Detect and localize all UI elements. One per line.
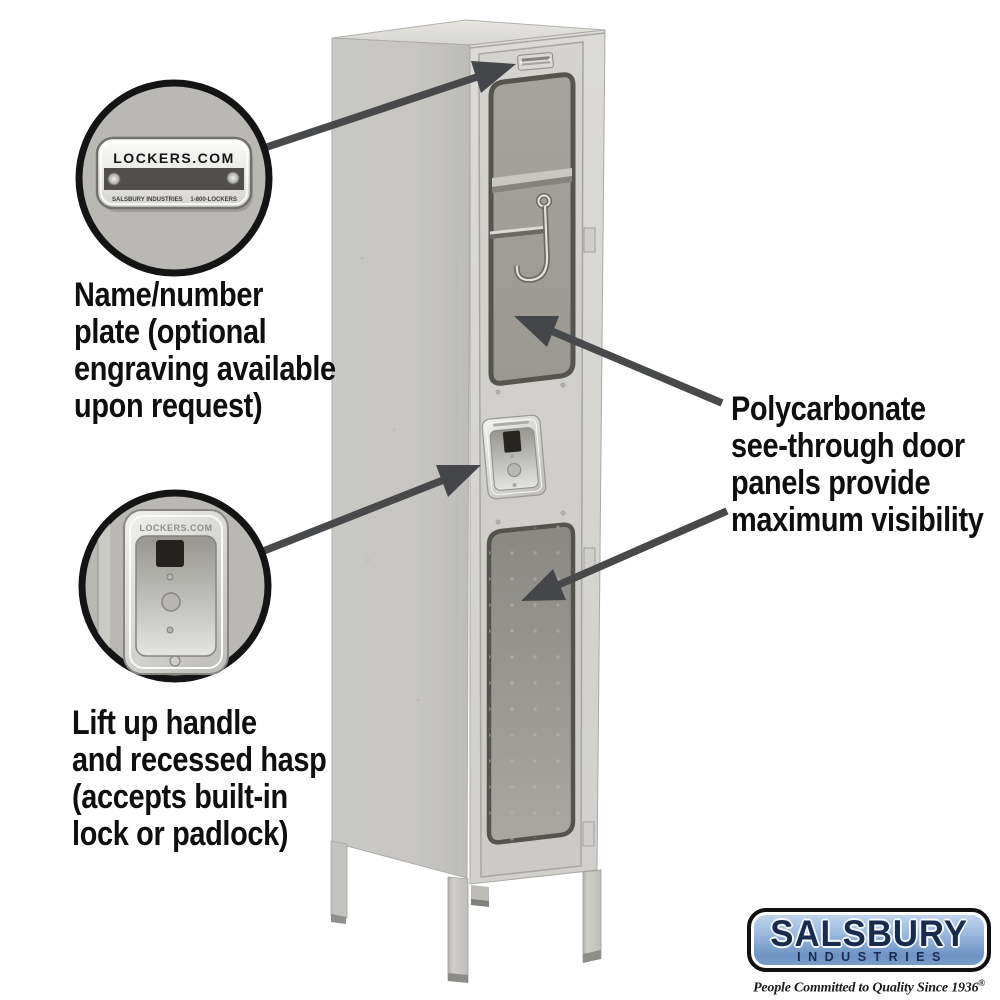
caption-line: Lift up handle (72, 704, 257, 742)
interior-shelf-shadow (492, 176, 572, 193)
interior-shelf (492, 168, 572, 187)
coat-hook-icon (489, 193, 552, 283)
perforation-dots (489, 524, 573, 843)
nameplate-footer-right-text: 1-800-LOCKERS (190, 197, 237, 203)
caption-line: lock or padlock) (72, 815, 289, 853)
handle-detail: LOCKERS.COM (123, 509, 229, 675)
handle-detail-latch (156, 540, 184, 567)
arrow-to-nameplate (262, 61, 516, 152)
logo-tagline: People Committed to Quality Since 1936® (747, 978, 991, 997)
nameplate-footer-left-text: SALSBURY INDUSTRIES (112, 197, 183, 203)
salsbury-logo-box: SALSBURY INDUSTRIES (747, 908, 991, 972)
caption-line: (accepts built-in (72, 778, 288, 816)
callout-nameplate-circle: LOCKERS.COM SALSBURY INDUSTRIES 1-800-LO… (75, 79, 273, 277)
lower-door-window (486, 522, 576, 845)
arrow-to-handle (259, 465, 481, 556)
locker-side-panel (331, 37, 471, 879)
caption-line: upon request) (74, 387, 263, 425)
caption-line: see-through door (731, 427, 965, 465)
nameplate-engraving-band (104, 168, 244, 190)
nameplate-caption: Name/number plate (optional engraving av… (74, 277, 336, 425)
door-handle (481, 414, 547, 500)
handle-caption: Lift up handle and recessed hasp (accept… (72, 704, 327, 853)
side-panel-seam (455, 47, 459, 875)
caption-line: engraving available (74, 350, 336, 388)
handle-dimple (507, 462, 522, 478)
annotation-arrows (259, 61, 729, 601)
handle-detail-dimple (161, 592, 181, 612)
arrow-to-lower-window (521, 507, 729, 601)
caption-line: Name/number (74, 276, 263, 314)
side-panel-specks (360, 256, 420, 702)
caption-line: panels provide (731, 464, 931, 502)
logo-tagline-text: People Committed to Quality Since 1936 (753, 980, 979, 996)
door-name-plate (517, 52, 554, 71)
handle-embossed-text: LOCKERS.COM (140, 523, 213, 533)
salsbury-logo: SALSBURY INDUSTRIES People Committed to … (747, 908, 991, 997)
registered-mark: ® (978, 978, 985, 988)
arrow-to-upper-window (514, 316, 724, 407)
caption-line: maximum visibility (731, 501, 984, 539)
door-panels-caption: Polycarbonate see-through door panels pr… (731, 390, 984, 539)
upper-door-window (488, 72, 576, 386)
door-edge-seam (98, 496, 110, 676)
frame-top-seam (469, 32, 606, 49)
locker (330, 19, 606, 983)
nameplate-screw-left (107, 172, 121, 186)
door-rivets (495, 382, 566, 525)
logo-brand-text: SALSBURY (770, 912, 968, 954)
handle-detail-screw (169, 655, 181, 667)
caption-line: plate (optional (74, 313, 267, 351)
locker-legs (330, 840, 602, 983)
caption-line: Polycarbonate (731, 390, 926, 428)
caption-line: and recessed hasp (72, 741, 327, 779)
logo-division-text: INDUSTRIES (797, 949, 948, 964)
nameplate-screw-right (226, 171, 240, 185)
handle-latch (502, 430, 522, 453)
nameplate-title-text: LOCKERS.COM (113, 150, 235, 166)
callout-handle-circle: LOCKERS.COM (78, 489, 272, 683)
